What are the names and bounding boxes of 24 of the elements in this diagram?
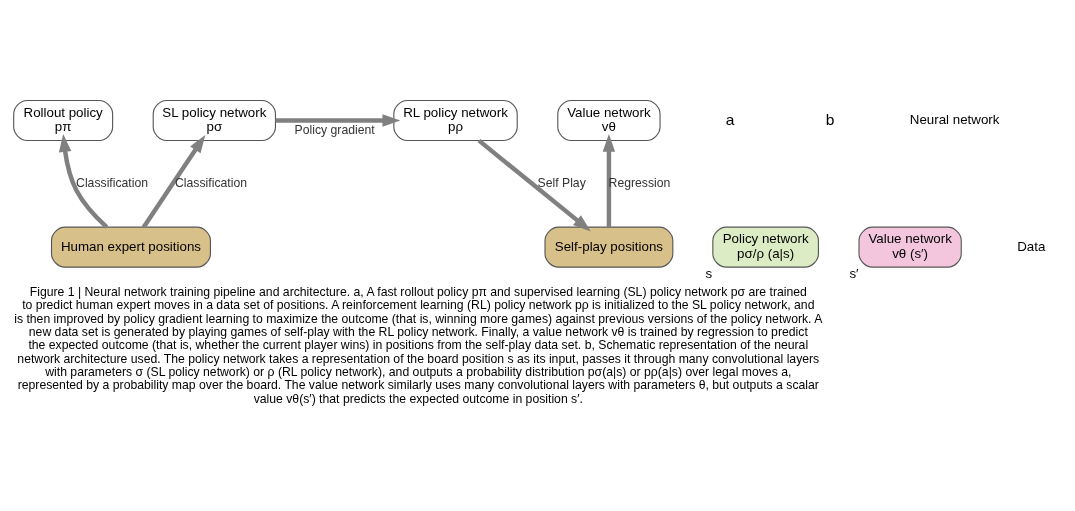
edge-label: Classification [76,175,149,190]
caption: Figure 1 | Neural network training pipeline and architecture. a, A fast rollout policy pπ and supervised learning (SL) policy network pσ are trained to predict human expert moves in a data set of positions. A reinforcement learning (RL) policy network pρ is initialized to the SL policy network, and is then improved by policy gradient learning to maximize the outcome (that is, winning more games) against previous versions of the policy network. A new data set is generated by playing games of self-play with the RL policy network. Finally, a value network vθ is trained by regression to predict the expected outcome (that is, whether the current player wins) in positions from the self-play data set. b, Schematic representation of the neural network architecture used. The policy network takes a representation of the board position s as its input, passes it through many convolutional layers with parameters σ (SL policy network) or ρ (RL policy network), and outputs a probability distribution pσ(a|s) or pρ(a|s) over legal moves a, represented by a probability map over the board. The value network similarly uses many convolutional layers with parameters θ, but outputs a scalar value vθ(s′) that predicts the expected outcome in position s′. [14,284,823,406]
label: a [725,110,735,128]
node-box: RL policy network pρ [393,99,518,141]
node-box: Human expert positions [50,226,211,268]
node-box: Value network vθ (s′) [858,226,962,268]
node-label: s′ [849,265,859,281]
label: b [825,110,835,128]
node-box: Value network vθ [557,99,661,141]
edge-label: Self Play [537,175,586,190]
node-label: s [705,265,713,281]
arrow [477,138,591,232]
edge-label: Classification [175,175,247,190]
label: Neural network [909,111,1000,127]
node-box: Policy network pσ/ρ (a|s) [712,226,819,268]
arrow [141,135,206,229]
arrow [602,133,616,228]
label: Data [1017,238,1046,254]
node-box: Rollout policy pπ [13,99,114,141]
arrow [58,133,109,229]
edge-label: Policy gradient [294,122,375,137]
node-box: Self-play positions [544,226,674,268]
node-box: SL policy network pσ [152,99,276,141]
arrow [275,114,401,127]
